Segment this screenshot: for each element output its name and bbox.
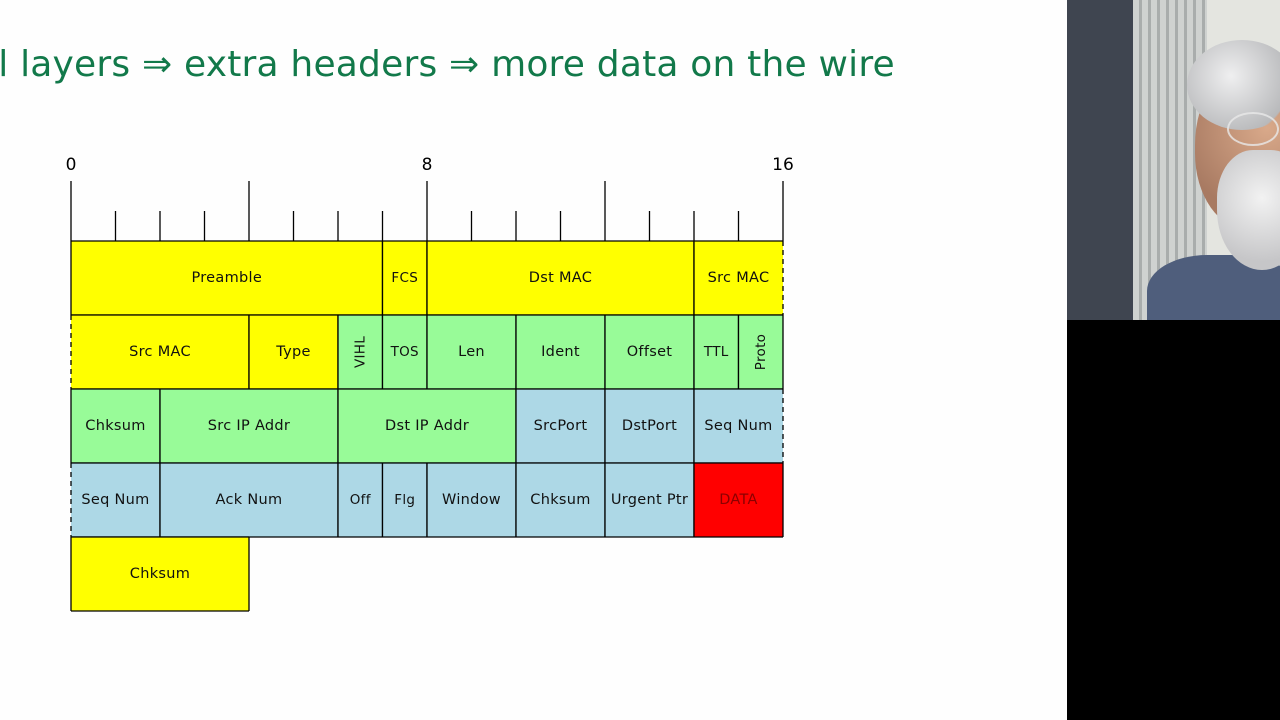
field-label: DATA [719, 492, 758, 508]
field-cell [427, 463, 516, 537]
field-label: FCS [391, 270, 418, 286]
field-cell [516, 389, 605, 463]
field-label: Urgent Ptr [611, 492, 688, 508]
field-label: Proto [753, 334, 769, 370]
field-cell [249, 315, 338, 389]
field-cell [516, 315, 605, 389]
bit-label: 0 [66, 155, 77, 175]
field-label: Window [442, 492, 501, 508]
field-label: Dst IP Addr [385, 418, 469, 434]
field-cell [427, 315, 516, 389]
field-label: VIHL [352, 336, 368, 368]
bit-label: 8 [422, 155, 433, 175]
field-cell [71, 389, 160, 463]
field-label: SrcPort [534, 418, 588, 434]
field-cell [71, 463, 160, 537]
field-cell [694, 463, 783, 537]
field-cell [338, 389, 516, 463]
field-label: Seq Num [81, 492, 149, 508]
field-label: TOS [390, 344, 419, 360]
field-cell [738, 315, 783, 389]
field-cell [160, 389, 338, 463]
field-label: Seq Num [704, 418, 772, 434]
field-label: Preamble [191, 270, 262, 286]
slide: ol layers ⇒ extra headers ⇒ more data on… [0, 0, 1067, 720]
field-label: Src MAC [708, 270, 770, 286]
field-cell [605, 389, 694, 463]
slide-title: ol layers ⇒ extra headers ⇒ more data on… [0, 44, 895, 85]
field-cell [71, 537, 249, 611]
bit-label: 16 [772, 155, 794, 175]
field-label: Chksum [85, 418, 145, 434]
field-label: Chksum [530, 492, 590, 508]
field-label: Ack Num [216, 492, 283, 508]
field-cell [427, 241, 694, 315]
field-cell [382, 315, 427, 389]
field-label: Chksum [130, 566, 190, 582]
field-cell [605, 463, 694, 537]
field-label: Ident [541, 344, 580, 360]
field-cell [516, 463, 605, 537]
field-label: Dst MAC [529, 270, 592, 286]
field-cell [694, 241, 783, 315]
field-label: Flg [394, 492, 415, 508]
field-cell [694, 389, 783, 463]
field-label: Offset [627, 344, 673, 360]
presenter-webcam [1067, 0, 1280, 320]
field-cell [694, 315, 739, 389]
field-label: TTL [703, 344, 729, 360]
field-cell [605, 315, 694, 389]
field-cell [160, 463, 338, 537]
field-cell [382, 241, 427, 315]
field-label: Type [275, 344, 311, 360]
field-label: Src MAC [129, 344, 191, 360]
field-cell [338, 315, 383, 389]
field-cell [71, 315, 249, 389]
field-label: Off [350, 492, 372, 508]
field-label: Src IP Addr [208, 418, 290, 434]
field-label: Len [458, 344, 485, 360]
field-cell [382, 463, 427, 537]
field-cell [71, 241, 383, 315]
field-label: DstPort [622, 418, 677, 434]
field-cell [338, 463, 383, 537]
